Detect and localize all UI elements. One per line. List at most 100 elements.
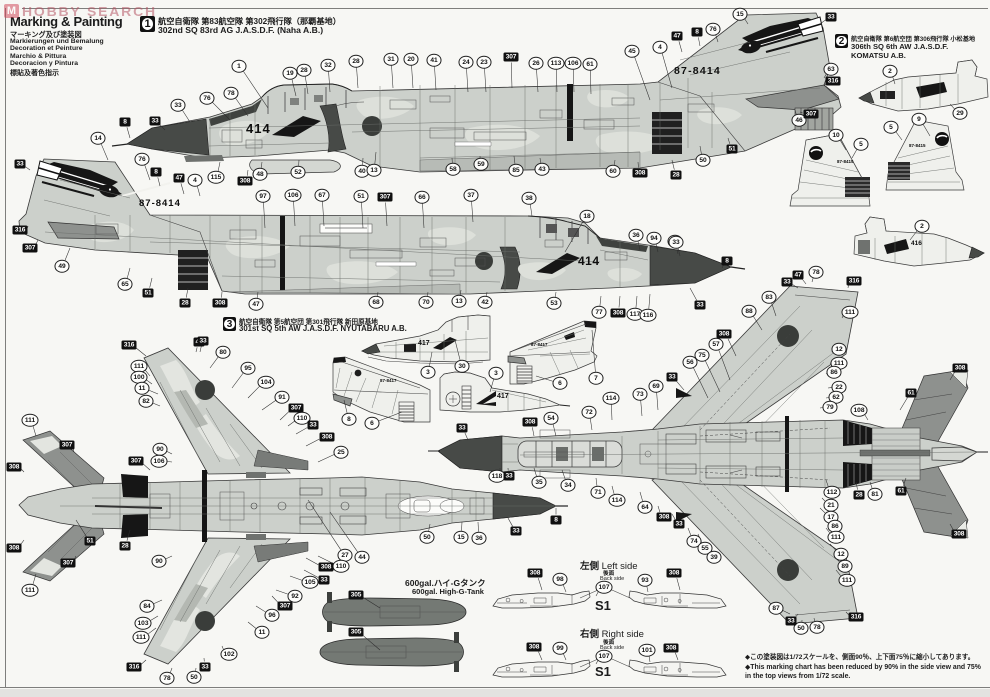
bottom-view <box>18 347 568 665</box>
callout-decal-49: 49 <box>54 259 70 273</box>
callout-decal-76: 76 <box>199 91 215 105</box>
callout-decal-2: 2 <box>882 64 898 78</box>
callout-decal-114: 114 <box>602 391 620 405</box>
right-side-label: 右側 Right side <box>580 626 644 640</box>
back-side-label-right: 後面 <box>603 638 614 646</box>
callout-paint-33: 33 <box>694 300 706 310</box>
callout-decal-111: 111 <box>841 305 859 319</box>
callout-decal-50: 50 <box>695 153 711 167</box>
callout-decal-104: 104 <box>257 375 275 389</box>
hinomaru-roundel-bottom-right-wing <box>195 380 215 400</box>
callout-decal-18: 18 <box>579 209 595 223</box>
callout-decal-15: 15 <box>732 7 748 21</box>
callout-paint-308: 308 <box>527 568 543 578</box>
page-title: Marking & Painting <box>10 14 123 29</box>
callout-decal-108: 108 <box>850 403 868 417</box>
nose-number-301-a: 417 <box>418 340 430 347</box>
watermark-text: HOBBY SEARCH <box>22 3 157 19</box>
callout-paint-308: 308 <box>610 308 626 318</box>
callout-decal-106: 106 <box>150 454 168 468</box>
callout-decal-23: 23 <box>476 55 492 69</box>
serial-306-finR: 87-8415 <box>909 143 926 148</box>
callout-paint-316: 316 <box>12 225 28 235</box>
camouflage-patches-side-1 <box>219 90 742 155</box>
subtitle-es: Decoracion y Pintura <box>10 60 78 67</box>
callout-paint-308: 308 <box>6 543 22 553</box>
callout-paint-33: 33 <box>825 12 837 22</box>
callout-decal-31: 31 <box>383 52 399 66</box>
callout-decal-54: 54 <box>543 411 559 425</box>
callout-decal-106: 106 <box>564 56 582 70</box>
section-1-number-badge: 1 <box>140 16 155 32</box>
callout-leader-lines <box>20 18 955 673</box>
subtitle-it: Marchio & Pittura <box>10 52 67 60</box>
section-2-title-en2: KOMATSU A.B. <box>851 51 906 60</box>
callout-decal-94: 94 <box>646 231 662 245</box>
callout-decal-53: 53 <box>546 296 562 310</box>
callout-decal-76: 76 <box>705 22 721 36</box>
callout-paint-308: 308 <box>6 462 22 472</box>
callout-decal-37: 37 <box>463 188 479 202</box>
nose-number-301-d: 417 <box>497 393 509 400</box>
callout-paint-8: 8 <box>550 515 562 525</box>
callout-decal-48: 48 <box>252 167 268 181</box>
serial-306-finL: 87-8415 <box>837 159 854 164</box>
callout-decal-78: 78 <box>223 86 239 100</box>
small-side-view-306sq-right <box>853 216 985 267</box>
callout-paint-33: 33 <box>510 526 522 536</box>
callout-paint-33: 33 <box>503 471 515 481</box>
section-3-number: 3 <box>224 319 235 330</box>
callout-paint-316: 316 <box>846 276 862 286</box>
callout-decal-47: 47 <box>248 297 264 311</box>
back-side-en-right: Back side <box>600 644 625 651</box>
callout-decal-101: 101 <box>638 643 656 657</box>
callout-paint-308: 308 <box>212 298 228 308</box>
side-view-302sq <box>111 12 842 175</box>
callout-decal-27: 27 <box>337 548 353 562</box>
callout-paint-33: 33 <box>307 420 319 430</box>
callout-decal-80: 80 <box>215 345 231 359</box>
callout-decal-5: 5 <box>883 120 899 134</box>
callout-decal-81: 81 <box>867 487 883 501</box>
callout-decal-6: 6 <box>364 416 380 430</box>
callout-paint-307: 307 <box>60 558 76 568</box>
hinomaru-roundel-top-left-wing <box>777 559 799 581</box>
callout-decal-33: 33 <box>170 98 186 112</box>
callout-decal-82: 82 <box>138 394 154 408</box>
hobby-search-watermark: M HOBBY SEARCH <box>4 3 157 19</box>
s1-code-right: S1 <box>595 664 611 679</box>
callout-paint-33: 33 <box>197 336 209 346</box>
callout-decal-3: 3 <box>420 365 436 379</box>
callout-paint-307: 307 <box>128 456 144 466</box>
callout-decal-89: 89 <box>837 559 853 573</box>
left-side-label-jp: 左側 <box>580 561 600 572</box>
callout-decal-10: 10 <box>828 128 844 142</box>
callout-paint-308: 308 <box>237 176 253 186</box>
section-2-title-en: 306th SQ 6th AW J.A.S.D.F. <box>851 42 949 51</box>
callout-paint-308: 308 <box>663 643 679 653</box>
callout-decal-51: 51 <box>353 189 369 203</box>
callout-decal-93: 93 <box>637 573 653 587</box>
callout-paint-316: 316 <box>126 662 142 672</box>
callout-decal-2: 2 <box>914 219 930 233</box>
footnote-jp: ◆この塗装図は1/72スケールを、側面90％、上下面75％に縮小してあります。 <box>745 654 975 661</box>
section-2-number-badge: 2 <box>835 34 848 48</box>
subtitle-zh: 標貼及著色指示 <box>10 69 59 77</box>
callout-decal-11: 11 <box>254 625 270 639</box>
callout-decal-52: 52 <box>290 165 306 179</box>
callout-decal-95: 95 <box>240 361 256 375</box>
callout-decal-20: 20 <box>403 52 419 66</box>
callout-decal-15: 15 <box>453 530 469 544</box>
callout-decal-67: 67 <box>314 188 330 202</box>
section-3-number-badge: 3 <box>223 317 236 331</box>
right-side-label-jp: 右側 <box>580 629 600 640</box>
callout-decal-60: 60 <box>605 164 621 178</box>
callout-decal-56: 56 <box>682 355 698 369</box>
callout-decal-83: 83 <box>761 290 777 304</box>
callout-decal-19: 19 <box>282 66 298 80</box>
subtitle-fr: Decoration et Peinture <box>10 45 83 52</box>
callout-paint-33: 33 <box>14 159 26 169</box>
callout-paint-305: 305 <box>348 590 364 600</box>
